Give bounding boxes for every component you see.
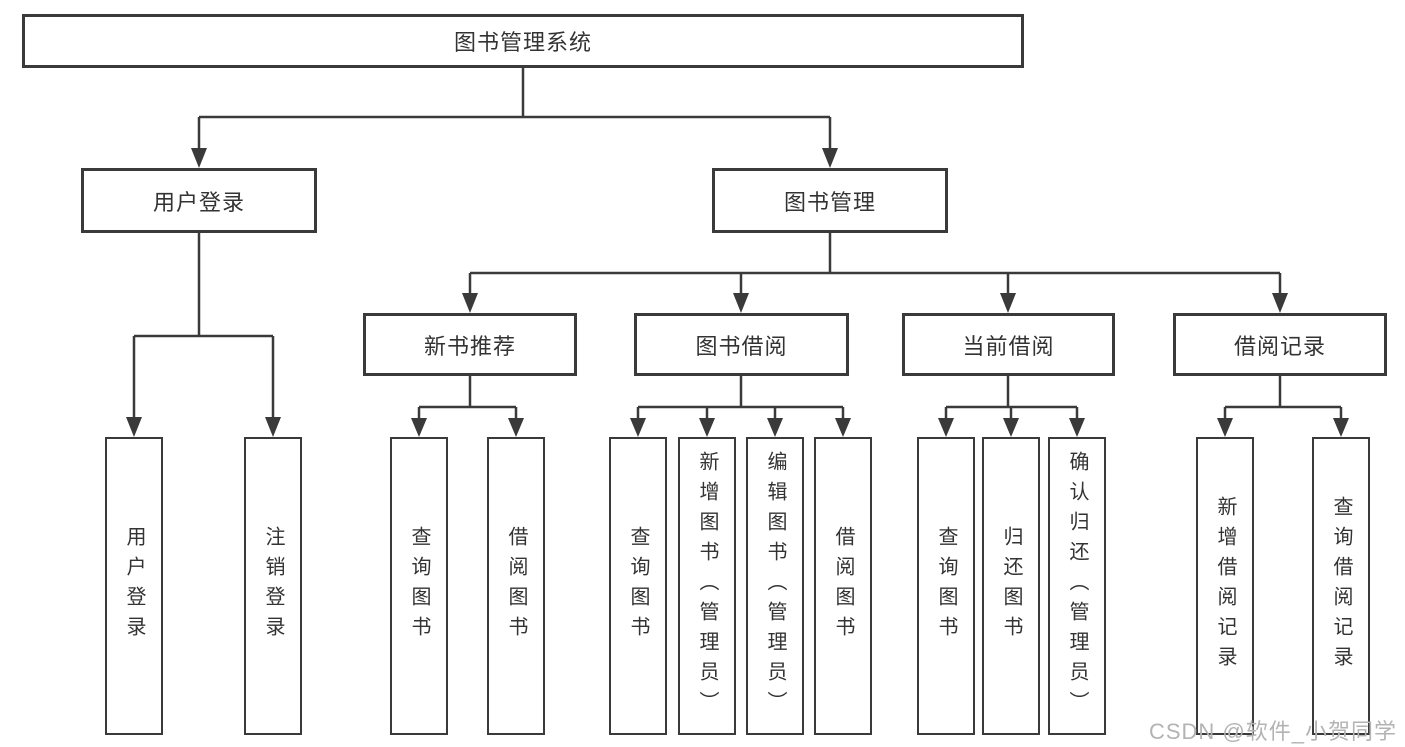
leaf-edit-book-admin: 编辑图书（管理员） bbox=[746, 437, 804, 735]
leaf-user-login: 用户登录 bbox=[105, 437, 163, 735]
leaf-logout: 注销登录 bbox=[244, 437, 302, 735]
node-book-borrowing: 图书借阅 bbox=[634, 313, 849, 376]
leaf-add-book-admin: 新增图书（管理员） bbox=[678, 437, 736, 735]
leaf-query-books-recommend: 查询图书 bbox=[390, 437, 448, 735]
node-book-management: 图书管理 bbox=[712, 168, 948, 233]
node-library-management-system: 图书管理系统 bbox=[22, 14, 1024, 68]
leaf-query-books-current: 查询图书 bbox=[917, 437, 975, 735]
node-borrowing-records: 借阅记录 bbox=[1173, 313, 1387, 376]
leaf-add-borrow-record: 新增借阅记录 bbox=[1196, 437, 1254, 735]
node-current-borrowing: 当前借阅 bbox=[902, 313, 1115, 376]
leaf-return-books: 归还图书 bbox=[982, 437, 1040, 735]
leaf-query-borrow-record: 查询借阅记录 bbox=[1312, 437, 1370, 735]
leaf-query-books-borrowing: 查询图书 bbox=[609, 437, 667, 735]
csdn-watermark: CSDN @软件_小贺同学 bbox=[1148, 719, 1397, 744]
node-new-book-recommendation: 新书推荐 bbox=[363, 313, 577, 376]
leaf-confirm-return-admin: 确认归还（管理员） bbox=[1048, 437, 1106, 735]
leaf-borrow-books-recommend: 借阅图书 bbox=[487, 437, 545, 735]
leaf-borrow-books-borrowing: 借阅图书 bbox=[814, 437, 872, 735]
node-user-login: 用户登录 bbox=[81, 168, 317, 233]
